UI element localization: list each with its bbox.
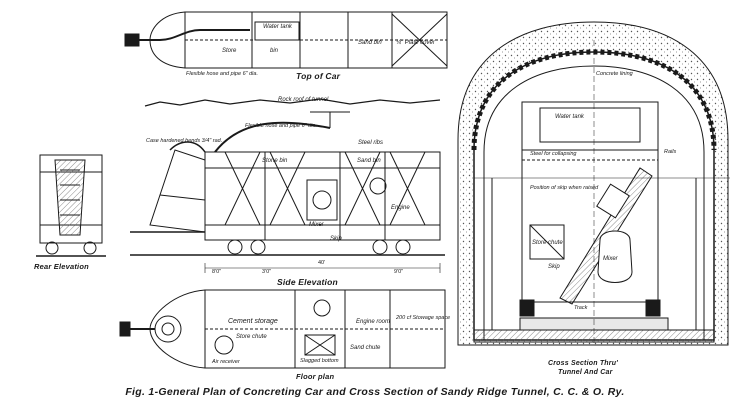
dim-40: 40' xyxy=(318,260,326,266)
rear-elevation-view xyxy=(36,154,106,257)
label-engine: Engine xyxy=(391,205,410,211)
view-title-top: Top of Car xyxy=(296,71,341,81)
floor-plan-view xyxy=(119,289,446,369)
label-stowage: 200 cf Stowage space xyxy=(396,315,451,321)
side-elevation-view xyxy=(130,98,445,273)
floor-nose xyxy=(149,289,206,369)
dim-8: 8'0" xyxy=(212,269,222,275)
label-store-chute-cross: Store chute xyxy=(532,240,563,246)
label-sand-chute: Sand chute xyxy=(350,345,381,351)
side-engine-wheel xyxy=(369,177,387,195)
label-skip-cross: Skip xyxy=(548,264,560,270)
side-car-body xyxy=(204,151,441,241)
view-title-floor: Floor plan xyxy=(296,372,335,381)
view-title-cross-1: Cross Section Thru' xyxy=(548,360,619,367)
label-cement-storage: Cement storage xyxy=(228,318,278,325)
label-water-tank-cross: Water tank xyxy=(555,114,584,120)
cross-car-body xyxy=(521,101,659,303)
top-hose xyxy=(125,29,250,41)
floor-turntable xyxy=(154,315,182,343)
top-of-car-view xyxy=(124,11,448,69)
label-rails: Rails xyxy=(664,149,677,155)
cross-section-view xyxy=(457,21,730,346)
dim-3: 3'0" xyxy=(262,269,272,275)
side-mixer xyxy=(306,179,338,221)
label-sand-bin-top: Sand bin xyxy=(358,40,382,46)
rear-skip-tower xyxy=(54,159,86,236)
label-collapsing: Steel for collapsing xyxy=(530,151,577,157)
rear-car-frame xyxy=(39,154,103,244)
dim-9: 9'0" xyxy=(394,269,404,275)
label-slagged-bottom: Slagged bottom xyxy=(300,358,339,364)
side-wheel xyxy=(227,239,243,255)
label-rock-roof: Rock roof of tunnel xyxy=(278,97,329,103)
rear-wheel xyxy=(83,241,97,255)
label-plate-cover: ¼" Plate cover xyxy=(396,40,435,46)
label-concrete-lining: Concrete lining xyxy=(596,71,633,77)
rock-roof-line xyxy=(144,98,441,107)
label-mixer-cross: Mixer xyxy=(603,256,618,262)
side-wheel xyxy=(250,239,266,255)
side-ramp xyxy=(149,149,206,233)
figure-caption: Fig. 1-General Plan of Concreting Car an… xyxy=(125,386,625,398)
rear-wheel xyxy=(45,241,59,255)
label-store-chute-floor: Store chute xyxy=(236,334,267,340)
label-hose-side: Flexible hose and pipe 6" dia. xyxy=(245,123,317,129)
floor-chute xyxy=(304,334,336,356)
label-mixer-side: Mixer xyxy=(309,222,324,228)
cross-water-tank xyxy=(539,107,641,143)
label-bin-top: bin xyxy=(270,48,279,54)
side-wheel xyxy=(372,239,388,255)
cross-mixer xyxy=(597,230,633,283)
label-bends: Case hardened bends 3/4" rad. xyxy=(146,138,223,144)
label-skip-side: Skip xyxy=(330,236,342,242)
floor-air-receiver xyxy=(214,335,234,355)
label-air-receiver: Air receiver xyxy=(212,359,240,365)
label-steel-ribs: Steel ribs xyxy=(358,140,384,146)
view-title-cross-2: Tunnel And Car xyxy=(558,369,613,376)
label-track: Track xyxy=(574,305,588,311)
cross-store-chute xyxy=(529,224,565,260)
label-skip-position: Position of skip when raised xyxy=(530,185,599,191)
view-title-rear: Rear Elevation xyxy=(34,262,89,271)
side-hose xyxy=(214,121,331,153)
side-wheel xyxy=(395,239,411,255)
view-title-side: Side Elevation xyxy=(277,277,338,287)
label-water-tank-top: Water tank xyxy=(263,24,292,30)
label-sand-bin-side: Sand bin xyxy=(357,158,381,164)
label-store-bin-side: Stone bin xyxy=(262,158,288,164)
label-hose-top: Flexible hose and pipe 6" dia. xyxy=(186,71,258,77)
floor-sand-hopper xyxy=(313,299,331,317)
label-store-bin-top: Store xyxy=(222,48,237,54)
label-engine-room: Engine room xyxy=(356,319,391,325)
